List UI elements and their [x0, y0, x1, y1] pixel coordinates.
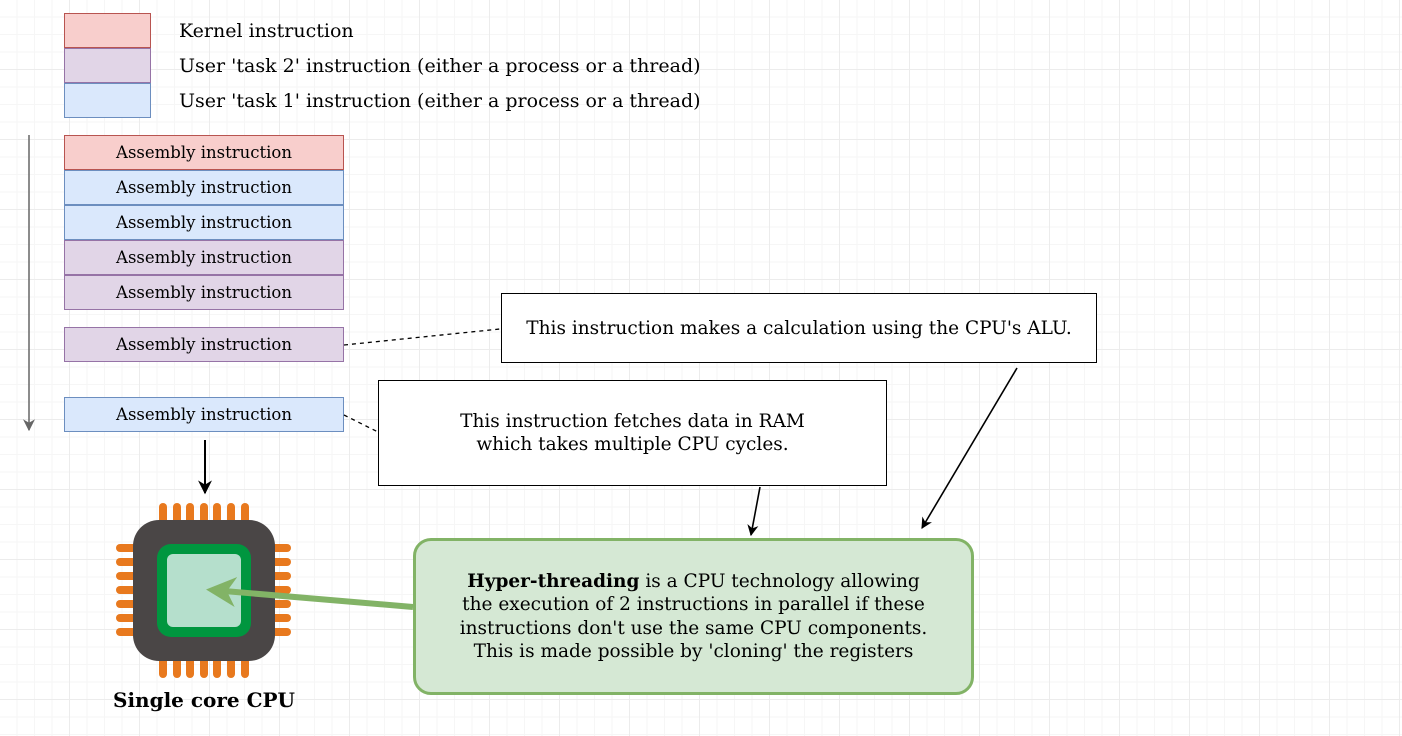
cpu-chip-icon: [116, 503, 291, 678]
legend-label-kernel: Kernel instruction: [179, 20, 354, 42]
legend-swatch-task1: [64, 83, 151, 118]
ram-note-connector: [343, 414, 379, 433]
legend-label-task1: User 'task 1' instruction (either a proc…: [179, 90, 701, 112]
legend-swatch-kernel: [64, 13, 151, 48]
hyperthreading-line-1-rest: is a CPU technology allowing: [639, 570, 920, 592]
instruction-block: Assembly instruction: [64, 170, 344, 205]
ram-note-line-2: which takes multiple CPU cycles.: [476, 434, 789, 455]
legend-swatch-task2: [64, 48, 151, 83]
instruction-block: Assembly instruction: [64, 135, 344, 170]
instruction-block-ram: Assembly instruction: [64, 397, 344, 432]
alu-note: This instruction makes a calculation usi…: [501, 293, 1097, 363]
alu-note-text: This instruction makes a calculation usi…: [526, 317, 1072, 339]
hyperthreading-to-cpu-arrow: [206, 577, 414, 610]
hyperthreading-line-2: the execution of 2 instructions in paral…: [462, 594, 925, 615]
instruction-block-alu: Assembly instruction: [64, 327, 344, 362]
instruction-block: Assembly instruction: [64, 205, 344, 240]
hyperthreading-box: Hyper-threading is a CPU technology allo…: [413, 538, 974, 695]
hyperthreading-line-1: Hyper-threading is a CPU technology allo…: [460, 570, 928, 594]
hyperthreading-term: Hyper-threading: [467, 570, 640, 592]
legend-label-task2: User 'task 2' instruction (either a proc…: [179, 55, 701, 77]
hyperthreading-line-3: instructions don't use the same CPU comp…: [459, 617, 928, 639]
alu-note-to-hyperthreading-arrow: [921, 367, 1018, 529]
ram-note: This instruction fetches data in RAM whi…: [378, 380, 887, 486]
ram-note-to-hyperthreading-arrow: [747, 486, 761, 537]
alu-note-connector: [343, 328, 501, 346]
hyperthreading-line-4: This is made possible by 'cloning' the r…: [473, 641, 914, 662]
instruction-block: Assembly instruction: [64, 240, 344, 275]
cpu-label: Single core CPU: [113, 688, 295, 712]
instruction-block: Assembly instruction: [64, 275, 344, 310]
ram-note-line-1: This instruction fetches data in RAM: [460, 411, 805, 432]
